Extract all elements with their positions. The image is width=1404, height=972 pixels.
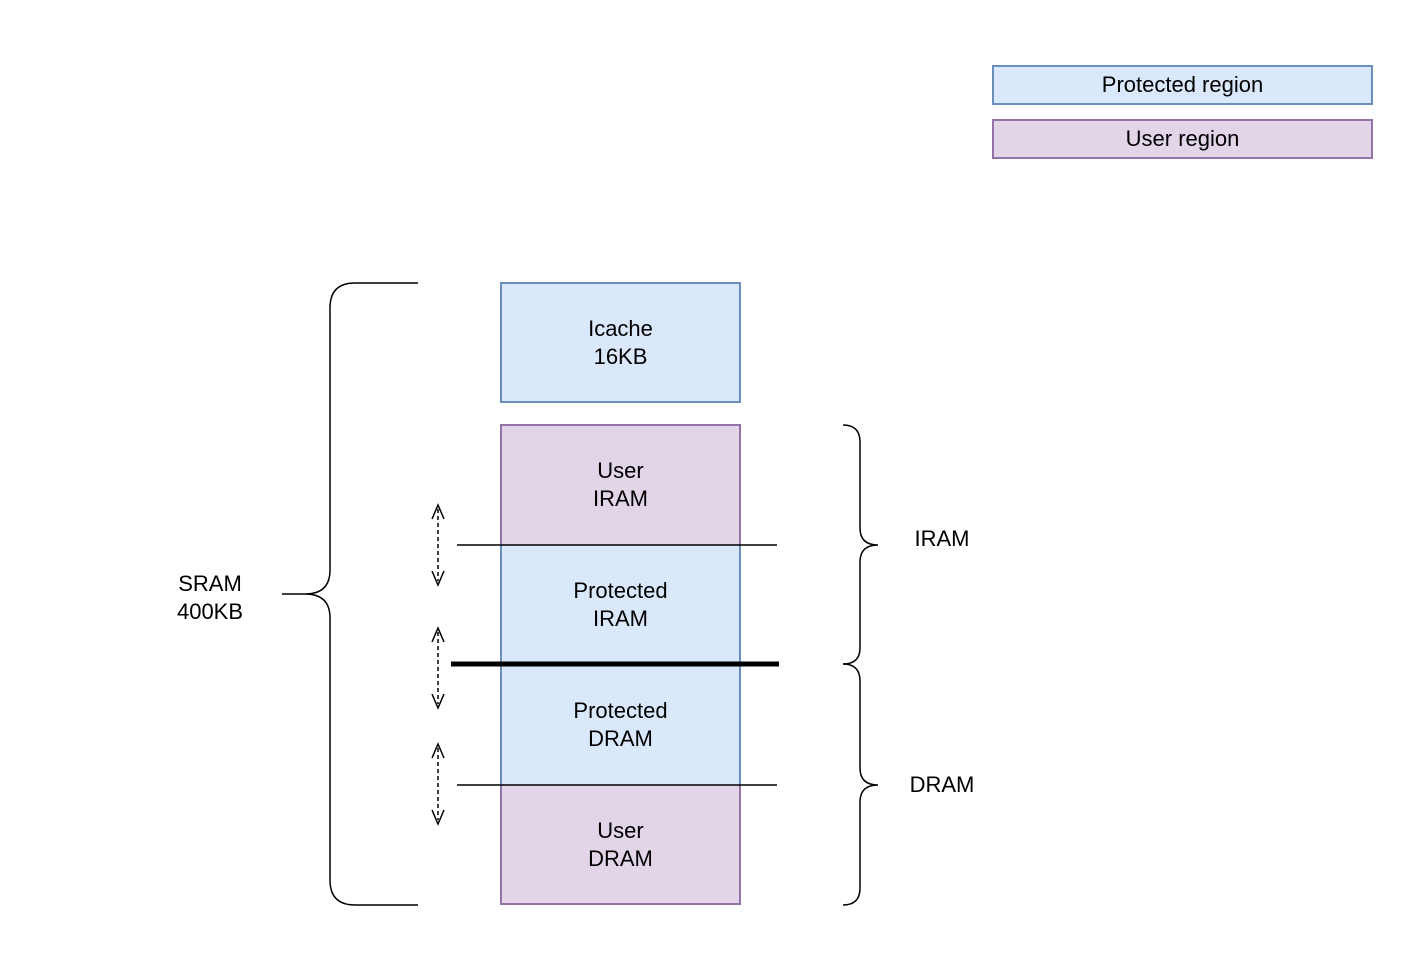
icache-block: Icache 16KB [500,282,741,403]
icache-title: Icache [588,315,653,341]
user-dram-line2: DRAM [588,846,653,871]
user-iram-border [500,424,741,545]
sram-label: SRAM 400KB [150,570,270,626]
user-dram-block: User DRAM [500,785,741,905]
protected-dram-line2: DRAM [588,726,653,751]
movable-boundary-arrow-2 [431,626,445,710]
legend-user-label: User region [1125,126,1240,151]
user-iram-region [500,424,741,545]
protected-dram-line1: Protected [573,698,668,723]
protected-iram-line1: Protected [573,578,668,603]
protected-dram-region [500,665,741,785]
iram-brace [842,424,879,665]
movable-boundary-arrow-3 [431,742,445,826]
sram-size: 400KB [176,599,244,624]
dram-brace [842,663,879,906]
iram-label: IRAM [914,526,970,551]
user-iram-line1: User [597,457,644,483]
movable-boundary-arrow-1 [431,503,445,587]
protected-iram-line2: IRAM [593,606,648,631]
legend-protected-region: Protected region [992,65,1373,105]
user-dram-region [500,785,741,905]
legend-protected-label: Protected region [1101,72,1264,97]
user-iram-block: User IRAM [500,424,741,545]
sram-brace [282,282,418,906]
legend-user-region: User region [992,119,1373,159]
protected-iram-region [500,545,741,665]
protected-dram-block: Protected DRAM [500,665,741,785]
icache-size: 16KB [593,343,648,369]
user-iram-line2: IRAM [593,485,648,511]
dram-label: DRAM [909,772,975,797]
sram-title: SRAM [178,571,242,596]
protected-iram-block: Protected IRAM [500,545,741,665]
user-dram-border [500,785,741,905]
user-dram-line1: User [597,818,644,843]
